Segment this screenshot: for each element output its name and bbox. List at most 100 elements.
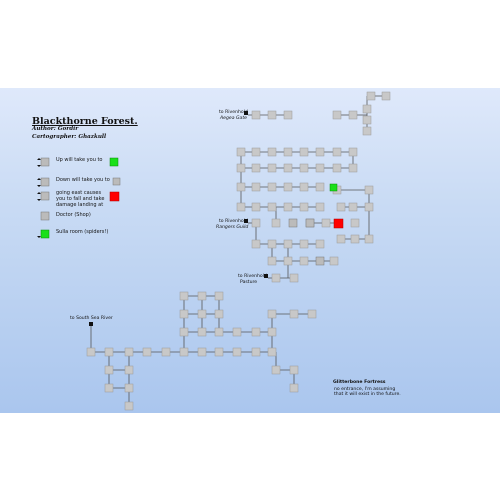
room [271, 273, 281, 283]
room [124, 401, 134, 411]
room [142, 347, 152, 357]
room [104, 347, 114, 357]
exit-low-label: to Rivenhold [238, 274, 267, 279]
exit-south-label: to South Sea River [70, 316, 113, 321]
room [336, 202, 346, 212]
room [348, 163, 358, 173]
room [271, 365, 281, 375]
cartographer-name: Ghazkull [78, 134, 107, 140]
up-arrow-icon [37, 158, 41, 160]
exit-top-label: to Rivenhold [219, 110, 248, 115]
room [179, 347, 189, 357]
room [251, 347, 261, 357]
room [332, 163, 342, 173]
room [364, 185, 374, 195]
room [283, 239, 293, 249]
room [251, 202, 261, 212]
legend-doctor-icon [40, 211, 50, 221]
room [267, 163, 277, 173]
room [214, 327, 224, 337]
room [283, 110, 293, 120]
room [179, 291, 189, 301]
cartographer-line: Cartographer: Ghazkull [32, 134, 106, 140]
legend-fall-text: going east causes you to fall and take d… [56, 190, 105, 208]
room [236, 202, 246, 212]
room [197, 309, 207, 319]
room [299, 163, 309, 173]
down-arrow-icon [37, 165, 41, 167]
room [251, 327, 261, 337]
room [251, 163, 261, 173]
room [236, 147, 246, 157]
room [362, 126, 372, 136]
forest-map: Blackthorne Forest. Author: Gordir Carto… [0, 88, 500, 413]
room [251, 110, 261, 120]
up-arrow-icon [37, 192, 41, 194]
legend-target-icon [109, 157, 119, 167]
room [299, 182, 309, 192]
up-arrow-icon [37, 178, 41, 180]
legend-sulla-text: Sulla room (spiders!) [56, 229, 109, 235]
room [161, 347, 171, 357]
room [197, 291, 207, 301]
down-arrow-icon [37, 199, 41, 201]
room [251, 182, 261, 192]
room [329, 256, 339, 266]
room-graph [37, 91, 391, 411]
legend-room-icon [40, 177, 50, 187]
room [214, 309, 224, 319]
room [332, 110, 342, 120]
room [283, 256, 293, 266]
room [197, 327, 207, 337]
room [267, 110, 277, 120]
rivenhold-low-marker [264, 274, 268, 278]
room [348, 147, 358, 157]
room [251, 147, 261, 157]
room [267, 347, 277, 357]
room [232, 327, 242, 337]
room [315, 147, 325, 157]
room [364, 202, 374, 212]
door-room [315, 256, 325, 266]
room [289, 383, 299, 393]
room [315, 182, 325, 192]
south-sea-marker [89, 322, 93, 326]
legend-sulla-icon [40, 229, 50, 239]
room [307, 309, 317, 319]
room [283, 163, 293, 173]
room [124, 347, 134, 357]
legend-room-icon [40, 191, 50, 201]
rivenhold-mid-marker [244, 219, 248, 223]
room [267, 309, 277, 319]
room [348, 202, 358, 212]
room [299, 239, 309, 249]
room [289, 309, 299, 319]
room [104, 365, 114, 375]
room [283, 202, 293, 212]
room [366, 91, 376, 101]
room [336, 234, 346, 244]
legend-doctor-text: Doctor (Shop) [56, 212, 91, 218]
room [348, 110, 358, 120]
room [289, 273, 299, 283]
room [271, 218, 281, 228]
room [315, 163, 325, 173]
room [381, 91, 391, 101]
room [350, 218, 360, 228]
room [104, 383, 114, 393]
fall-landing-room [333, 218, 344, 229]
room [236, 163, 246, 173]
room [315, 239, 325, 249]
room [315, 202, 325, 212]
room [364, 234, 374, 244]
author-label: Author: [32, 126, 56, 132]
room [179, 327, 189, 337]
fortress-title: Glitterbone Fortress [333, 380, 386, 385]
room [251, 218, 261, 228]
room [299, 147, 309, 157]
room [179, 309, 189, 319]
room [299, 256, 309, 266]
room [267, 147, 277, 157]
down-arrow-icon [37, 236, 41, 238]
room [283, 147, 293, 157]
